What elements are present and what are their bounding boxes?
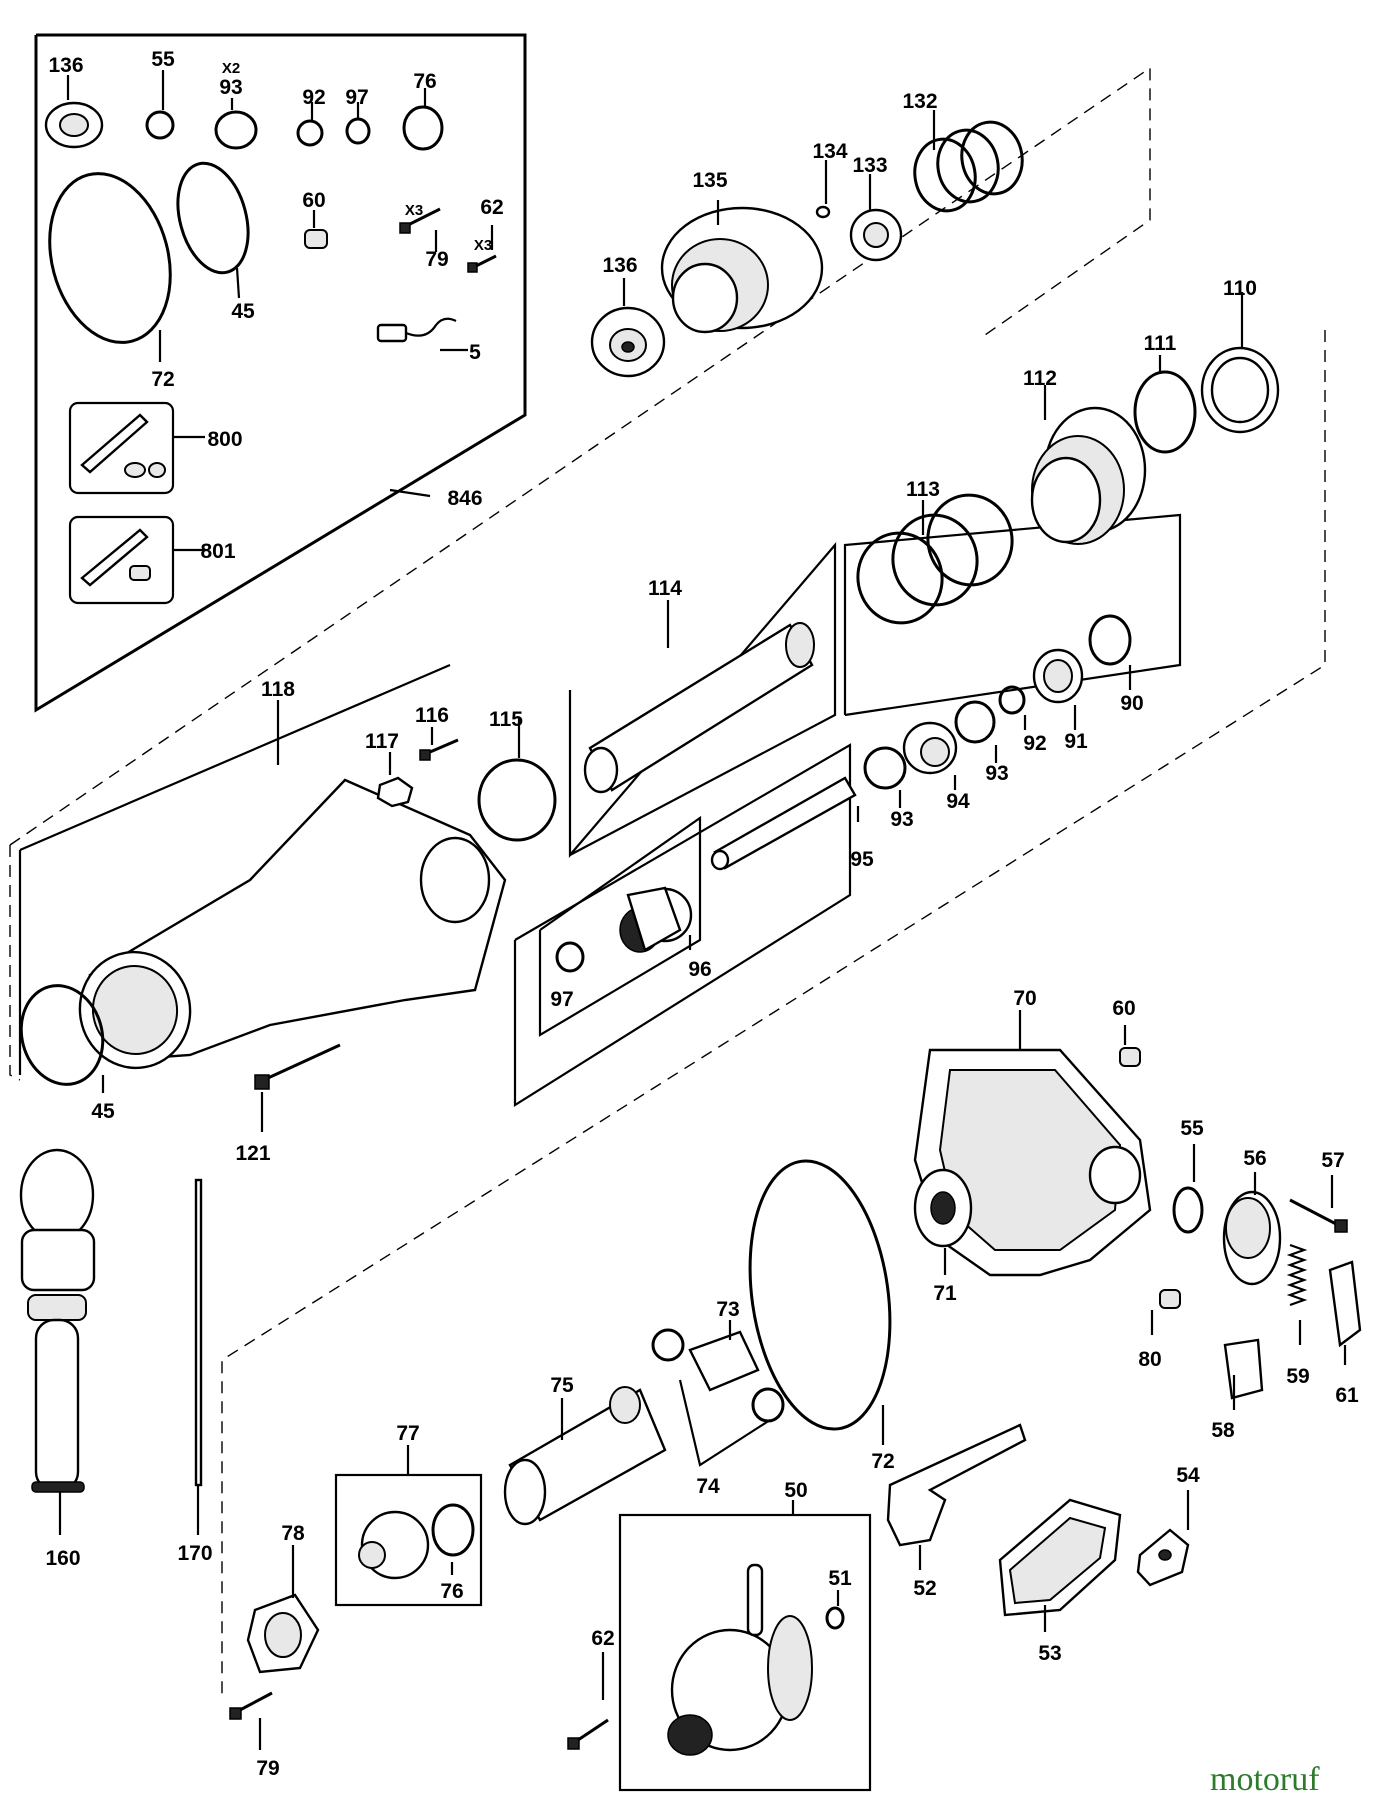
label-60: 60 xyxy=(1112,997,1135,1020)
label-92: 92 xyxy=(302,86,325,109)
label-133: 133 xyxy=(852,154,887,177)
label-800: 800 xyxy=(207,428,242,451)
label-112: 112 xyxy=(1023,367,1057,390)
label-56: 56 xyxy=(1243,1147,1266,1170)
label-53: 53 xyxy=(1038,1642,1061,1665)
label-78: 78 xyxy=(281,1522,305,1545)
label-61: 61 xyxy=(1335,1384,1359,1407)
box-77 xyxy=(334,1445,483,1607)
label-136: 136 xyxy=(602,254,637,277)
label-x3: X3 xyxy=(474,237,492,254)
label-117: 117 xyxy=(365,730,399,753)
label-79: 79 xyxy=(256,1757,279,1780)
part-number-labels: 136 55 X2 93 92 97 76 60 X3 79 62 X3 45 … xyxy=(45,48,1359,1780)
mechanism-group xyxy=(503,1159,973,1526)
label-54: 54 xyxy=(1176,1464,1200,1487)
label-70: 70 xyxy=(1013,987,1036,1010)
screw-icon xyxy=(229,1691,273,1720)
label-x2: X2 xyxy=(222,60,240,77)
screw-icon xyxy=(1289,1198,1348,1233)
label-95: 95 xyxy=(850,848,874,871)
box-50 xyxy=(567,1500,872,1792)
assembly-outlines xyxy=(9,66,1326,1700)
screw-icon xyxy=(567,1718,609,1750)
label-121: 121 xyxy=(235,1142,270,1165)
accessory-kit-box xyxy=(34,33,527,713)
label-77: 77 xyxy=(396,1422,419,1445)
label-x3: X3 xyxy=(405,202,423,219)
label-62: 62 xyxy=(480,196,503,219)
clamp-78 xyxy=(229,1545,320,1750)
screw-icon xyxy=(419,738,459,761)
label-74: 74 xyxy=(696,1475,720,1498)
label-51: 51 xyxy=(828,1567,852,1590)
label-94: 94 xyxy=(946,790,970,813)
striker-group xyxy=(555,614,1132,973)
label-55: 55 xyxy=(151,48,175,71)
label-5: 5 xyxy=(469,341,481,364)
label-80: 80 xyxy=(1138,1348,1161,1371)
label-50: 50 xyxy=(784,1479,807,1502)
label-96: 96 xyxy=(688,958,711,981)
label-170: 170 xyxy=(177,1542,212,1565)
label-58: 58 xyxy=(1211,1419,1235,1442)
label-114: 114 xyxy=(648,577,682,600)
label-97: 97 xyxy=(345,86,368,109)
gear-group xyxy=(856,292,1280,625)
label-59: 59 xyxy=(1286,1365,1309,1388)
label-52: 52 xyxy=(913,1577,936,1600)
spindle-group xyxy=(583,600,815,794)
depth-rod xyxy=(194,1178,203,1535)
chuck-group xyxy=(590,110,1024,378)
label-801: 801 xyxy=(200,540,235,563)
nut-icon xyxy=(376,776,414,808)
label-116: 116 xyxy=(415,704,449,727)
label-93: 93 xyxy=(985,762,1008,785)
side-handle xyxy=(19,1148,96,1535)
label-45: 45 xyxy=(91,1100,115,1123)
label-111: 111 xyxy=(1144,332,1177,355)
label-135: 135 xyxy=(692,169,727,192)
label-62: 62 xyxy=(591,1627,614,1650)
label-113: 113 xyxy=(906,478,940,501)
label-132: 132 xyxy=(902,90,937,113)
label-91: 91 xyxy=(1064,730,1088,753)
label-75: 75 xyxy=(550,1374,574,1397)
label-76: 76 xyxy=(413,70,436,93)
label-73: 73 xyxy=(716,1298,739,1321)
label-160: 160 xyxy=(45,1547,80,1570)
label-93: 93 xyxy=(890,808,913,831)
label-136: 136 xyxy=(48,54,83,77)
screw-icon xyxy=(399,207,441,234)
label-72: 72 xyxy=(871,1450,894,1473)
label-57: 57 xyxy=(1321,1149,1344,1172)
label-846: 846 xyxy=(447,487,482,510)
label-134: 134 xyxy=(812,140,847,163)
screw-icon xyxy=(467,254,497,273)
label-92: 92 xyxy=(1023,732,1046,755)
label-60: 60 xyxy=(302,189,325,212)
label-93: 93 xyxy=(219,76,242,99)
label-76: 76 xyxy=(440,1580,463,1603)
label-118: 118 xyxy=(261,678,295,701)
label-79: 79 xyxy=(425,248,448,271)
watermark: motoruf xyxy=(1210,1761,1320,1798)
front-housing xyxy=(19,700,557,1132)
label-110: 110 xyxy=(1223,277,1257,300)
label-71: 71 xyxy=(933,1282,957,1305)
label-115: 115 xyxy=(489,708,523,731)
switch-group xyxy=(886,1423,1190,1632)
label-55: 55 xyxy=(1180,1117,1204,1140)
label-72: 72 xyxy=(151,368,174,391)
label-97: 97 xyxy=(550,988,573,1011)
label-45: 45 xyxy=(231,300,255,323)
screw-icon xyxy=(254,1043,341,1090)
label-90: 90 xyxy=(1120,692,1143,715)
